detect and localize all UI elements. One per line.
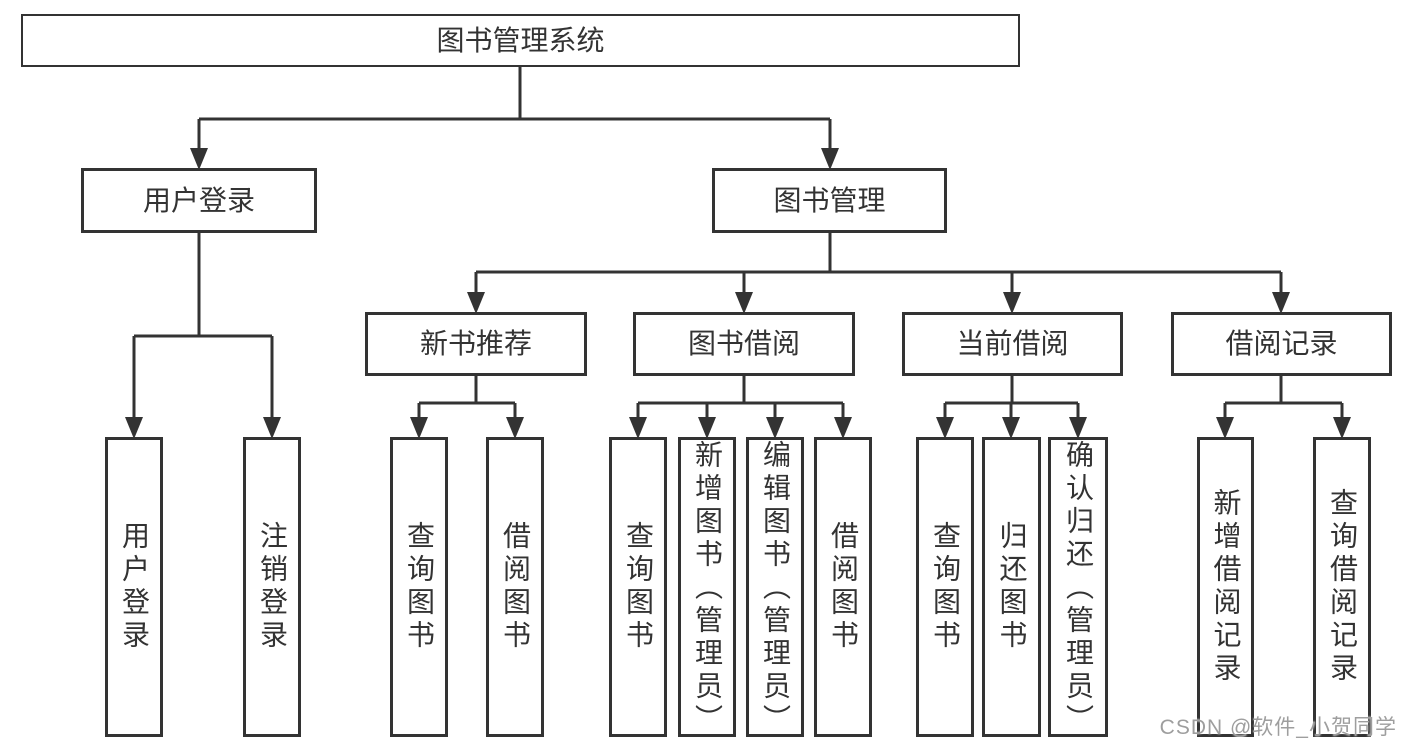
leaf-user-login: 用户登录 (105, 437, 163, 737)
node-label: 图书借阅 (687, 328, 800, 359)
leaf-label: 用户登录 (119, 521, 150, 653)
leaf-return-books: 归还图书 (982, 437, 1041, 737)
node-user-login: 用户登录 (81, 168, 317, 233)
leaf-label: 查询图书 (404, 521, 435, 653)
node-label: 新书推荐 (419, 328, 532, 359)
node-borrow-records: 借阅记录 (1171, 312, 1392, 376)
leaf-label: 查询借阅记录 (1327, 488, 1358, 686)
leaf-label: 新增借阅记录 (1210, 488, 1242, 686)
leaf-label: 归还图书 (996, 521, 1028, 653)
node-book-management: 图书管理 (712, 168, 947, 233)
leaf-label: 确认归还（管理员） (1063, 440, 1094, 737)
leaf-confirm-return-admin: 确认归还（管理员） (1048, 437, 1108, 737)
leaf-label: 借阅图书 (828, 521, 859, 653)
node-label: 当前借阅 (956, 328, 1069, 359)
leaf-borrow-books-recommend: 借阅图书 (486, 437, 544, 737)
leaf-query-borrow-record: 查询借阅记录 (1313, 437, 1371, 737)
leaf-logout: 注销登录 (243, 437, 301, 737)
leaf-query-books-borrow: 查询图书 (609, 437, 667, 737)
node-new-book-recommend: 新书推荐 (365, 312, 587, 376)
node-book-borrow: 图书借阅 (633, 312, 855, 376)
leaf-label: 新增图书（管理员） (692, 440, 723, 737)
leaf-edit-books-admin: 编辑图书（管理员） (746, 437, 804, 737)
node-label: 借阅记录 (1225, 328, 1338, 359)
leaf-query-books-current: 查询图书 (916, 437, 974, 737)
leaf-label: 编辑图书（管理员） (760, 440, 791, 737)
leaf-label: 借阅图书 (500, 521, 531, 653)
node-label: 用户登录 (142, 184, 255, 216)
leaf-label: 查询图书 (623, 521, 654, 653)
watermark: CSDN @软件_小贺同学 (1159, 716, 1397, 739)
node-label: 图书管理 (773, 184, 886, 216)
leaf-borrow-books: 借阅图书 (814, 437, 872, 737)
leaf-label: 查询图书 (930, 521, 961, 653)
leaf-add-borrow-record: 新增借阅记录 (1197, 437, 1254, 737)
leaf-label: 注销登录 (257, 521, 288, 653)
node-label: 图书管理系统 (436, 24, 605, 56)
node-library-system: 图书管理系统 (21, 14, 1020, 67)
node-current-borrow: 当前借阅 (902, 312, 1123, 376)
leaf-query-books-recommend: 查询图书 (390, 437, 448, 737)
leaf-add-books-admin: 新增图书（管理员） (678, 437, 736, 737)
